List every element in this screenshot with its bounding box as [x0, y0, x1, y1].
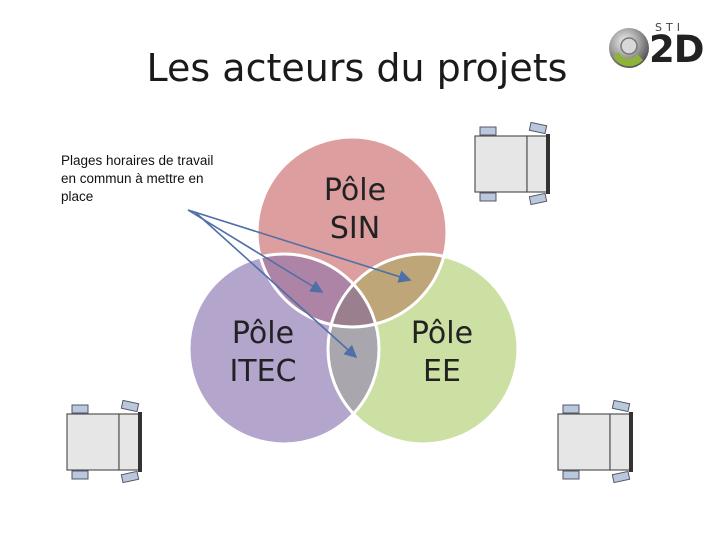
desk-workstation-icon — [66, 400, 142, 484]
logo-disc-icon — [609, 28, 649, 68]
slide-title: Les acteurs du projets — [146, 46, 568, 90]
arrow-to-sin-ee — [187, 209, 412, 283]
logo-sti-text: STI — [655, 21, 684, 34]
desk-workstation-icon — [557, 400, 633, 484]
overlap-sin-itec — [257, 254, 379, 327]
sti2d-logo: STI 2D — [603, 18, 708, 74]
overlap-sin-ee — [328, 254, 447, 327]
annotation-note: Plages horaires de travail en commun à m… — [61, 153, 214, 204]
logo-2d-text: 2D — [649, 28, 704, 71]
desk-workstation-icon — [474, 122, 550, 206]
arrow-to-itec-ee — [194, 211, 358, 359]
arrow-to-sin-itec — [187, 209, 324, 293]
